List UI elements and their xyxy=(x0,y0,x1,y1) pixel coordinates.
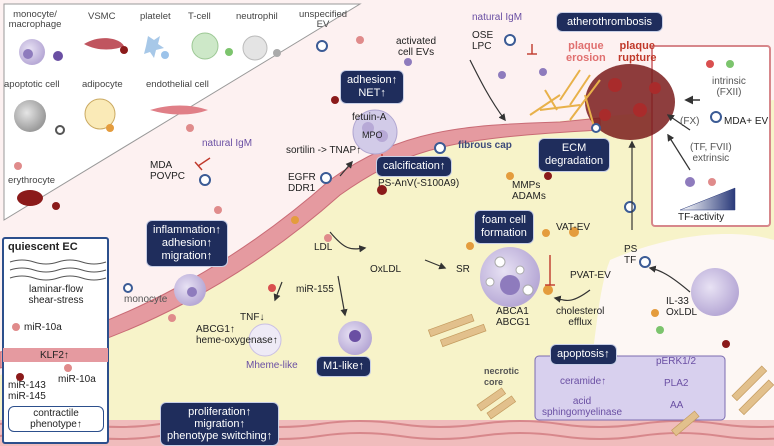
contractile-phenotype-box: contractile phenotype↑ xyxy=(8,406,104,432)
egfr-ddr1-label: EGFR DDR1 xyxy=(288,172,316,194)
legend-tcell: T-cell xyxy=(188,11,211,22)
mir143-label: miR-143 miR-145 xyxy=(8,380,46,402)
abcg1-heme-label: ABCG1↑ heme-oxygenase↑ xyxy=(196,324,278,346)
apoptosis-box: apoptosis↑ xyxy=(550,344,617,365)
mir10a-bottom-label: miR-10a xyxy=(58,374,96,385)
mpo-label: MPO xyxy=(362,130,383,140)
right-macrophage xyxy=(691,268,739,316)
mir10a-top-label: miR-10a xyxy=(24,322,62,333)
legend-neutrophil: neutrophil xyxy=(236,11,278,22)
adhesion-net-box: adhesion↑ NET↑ xyxy=(340,70,405,104)
cholesterol-efflux-label: cholesterol efflux xyxy=(556,306,605,328)
klf2-label: KLF2↑ xyxy=(40,350,69,361)
atherothrombosis-box: atherothrombosis xyxy=(556,12,663,32)
il33-oxldl-label: IL-33 OxLDL xyxy=(666,296,698,318)
ps-anv-label: PS-AnV(-S100A9) xyxy=(378,178,460,189)
legend-unspecified-ev: unspecified EV xyxy=(298,9,348,30)
monocyte-label: monocyte xyxy=(124,294,168,305)
aa-label: AA xyxy=(670,400,684,411)
plaque-erosion-label: plaque erosion xyxy=(566,40,606,64)
tf-activity-triangle xyxy=(679,187,736,211)
proliferation-box: proliferation↑ migration↑ phenotype swit… xyxy=(160,402,280,446)
perk-label: pERK1/2 xyxy=(656,356,697,367)
calcification-box: calcification↑ xyxy=(376,156,453,177)
ps-tf-label: PS TF xyxy=(624,244,638,266)
mda-ev-label: MDA+ EV xyxy=(724,116,769,127)
mmps-adams-label: MMPs ADAMs xyxy=(512,180,546,202)
plaque-rupture-label: plaque rupture xyxy=(618,40,657,64)
natural-igm-left: natural IgM xyxy=(202,138,253,149)
legend-endothelial-cell: endothelial cell xyxy=(146,79,209,90)
media-band xyxy=(0,420,774,446)
quiescent-ec-title: quiescent EC xyxy=(8,241,78,253)
apoptosis-panel xyxy=(534,355,726,421)
foam-cell-box: foam cell formation xyxy=(474,210,534,244)
legend-apoptotic-cell: apoptotic cell xyxy=(4,79,60,90)
legend-erythrocyte: erythrocyte xyxy=(8,175,55,186)
quiescent-ec-box xyxy=(2,237,109,444)
necrotic-core-label: necrotic core xyxy=(484,366,520,387)
laminar-flow-label: laminar-flow shear-stress xyxy=(28,284,84,306)
cholesterol-crystals xyxy=(427,313,774,437)
pla2-label: PLA2 xyxy=(664,378,689,389)
m1-like-box: M1-like↑ xyxy=(316,356,371,377)
inflammation-box: inflammation↑ adhesion↑ migration↑ xyxy=(146,220,228,267)
legend-platelet: platelet xyxy=(140,11,171,22)
activated-evs-label: activated cell EVs xyxy=(396,36,437,58)
fetuin-label: fetuin-A xyxy=(352,112,387,123)
pvat-ev-label: PVAT-EV xyxy=(570,270,611,281)
sortilin-label: sortilin -> TNAP↑ xyxy=(286,145,362,156)
ecm-degradation-box: ECM degradation xyxy=(538,138,611,172)
acid-sm-label: acid sphingomyelinase xyxy=(542,396,623,418)
legend-adipocyte: adipocyte xyxy=(82,79,123,90)
vat-ev-label: VAT-EV xyxy=(556,222,591,233)
ceramide-label: ceramide↑ xyxy=(560,376,607,387)
fx-label: (FX) xyxy=(680,116,700,127)
extrinsic-label: (TF, FVII) extrinsic xyxy=(690,142,732,164)
intrinsic-label: intrinsic (FXII) xyxy=(712,76,746,98)
mda-povpc-label: MDA POVPC xyxy=(150,160,186,182)
mheme-like-label: Mheme-like xyxy=(246,360,298,371)
mheme-macrophage xyxy=(248,323,282,357)
sr-label: SR xyxy=(456,264,470,275)
legend-vsmc: VSMC xyxy=(88,11,116,22)
fibrous-cap-label: fibrous cap xyxy=(458,140,512,151)
coagulation-box xyxy=(651,45,771,227)
tf-activity-label: TF-activity xyxy=(678,212,725,223)
arrows xyxy=(273,59,691,317)
oxldl-label: OxLDL xyxy=(370,264,402,275)
legend-monocyte: monocyte/ macrophage xyxy=(8,9,62,30)
tnf-label: TNF↓ xyxy=(240,312,265,323)
ose-lpc-label: OSE LPC xyxy=(472,30,494,52)
natural-igm-top: natural IgM xyxy=(472,12,523,23)
abca1-abcg1-label: ABCA1 ABCG1 xyxy=(496,306,530,328)
mir155-label: miR-155 xyxy=(296,284,334,295)
ldl-label: LDL xyxy=(314,242,333,253)
